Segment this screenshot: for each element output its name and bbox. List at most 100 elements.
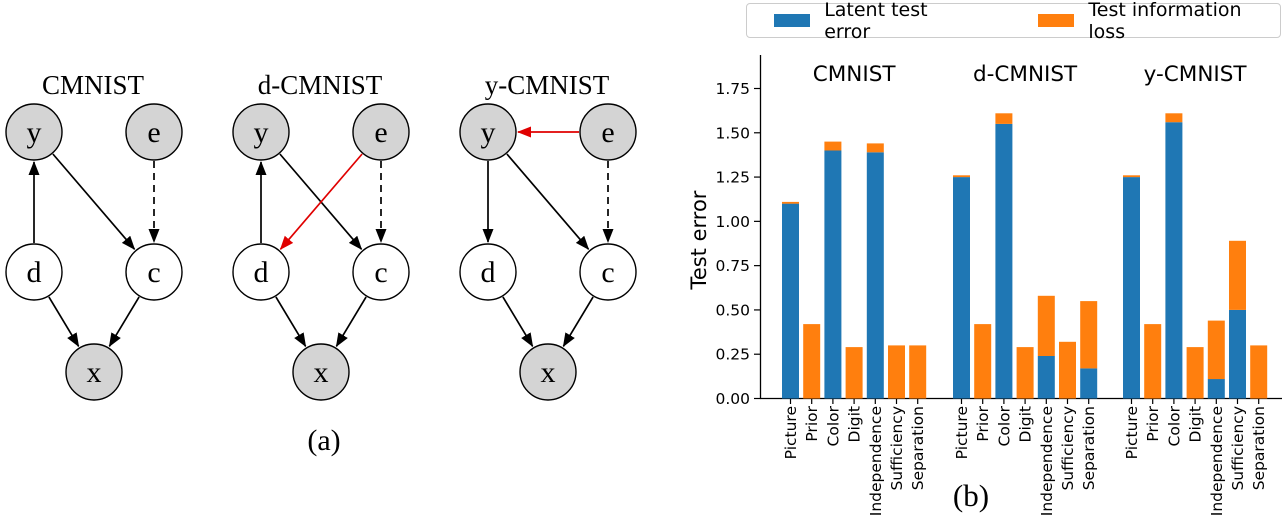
legend-item-latent-test-error: Latent test error [774,0,976,43]
bar-y-CMNIST-Independence-infoloss [1207,320,1225,380]
y-tick-label: 0.75 [715,257,750,275]
bar-d-CMNIST-Picture-infoloss [953,175,970,178]
node-c [579,243,637,301]
group-title-d-CMNIST: d-CMNIST [973,62,1078,87]
node-label-c: c [147,256,160,289]
node-y [232,103,290,161]
caption-b: (b) [952,478,990,513]
node-e [352,103,410,161]
diagram-d-cmnist: d-CMNIST y e d c x [232,70,410,401]
edge-c-to-x [562,296,594,348]
x-tick-label-Digit: Digit [1187,406,1205,442]
x-tick-label-Separation: Separation [1250,406,1268,490]
node-x [292,343,350,401]
node-d [232,243,290,301]
bar-d-CMNIST-Independence-infoloss [1037,295,1055,356]
node-e [125,103,183,161]
bar-CMNIST-Separation-infoloss [909,345,927,399]
legend-swatch-orange [1038,14,1075,27]
y-tick-label: 1.75 [715,80,750,98]
bar-CMNIST-Independence-infoloss [866,143,884,153]
x-tick-label-Sufficiency: Sufficiency [1229,406,1247,491]
x-tick-label-Digit: Digit [846,406,864,442]
x-tick-label-Separation: Separation [1080,406,1098,490]
x-tick-label-Picture: Picture [782,406,800,459]
x-tick-label-Digit: Digit [1017,406,1035,442]
x-tick-label-Color: Color [995,405,1013,446]
x-tick-label-Picture: Picture [1123,406,1141,459]
node-label-e: e [601,116,614,149]
bar-y-CMNIST-Sufficiency-latent [1229,309,1246,399]
bar-CMNIST-Prior-infoloss [803,324,821,399]
node-label-x: x [314,356,329,389]
bar-CMNIST-Sufficiency-infoloss [888,345,905,399]
node-label-d: d [27,256,42,289]
bar-d-CMNIST-Sufficiency-infoloss [1059,341,1076,399]
bar-y-CMNIST-Sufficiency-infoloss [1229,240,1246,310]
node-label-d: d [254,256,269,289]
diagram-title: d-CMNIST [258,70,383,100]
bar-y-CMNIST-Digit-infoloss [1186,347,1204,399]
node-label-e: e [374,116,387,149]
bar-CMNIST-Picture-latent [782,203,799,399]
node-x [65,343,123,401]
bar-d-CMNIST-Prior-infoloss [974,324,992,399]
edge-d-to-x [275,296,307,348]
bar-d-CMNIST-Separation-infoloss [1080,301,1098,369]
node-c [125,243,183,301]
x-tick-label-Prior: Prior [974,405,992,441]
edge-c-to-x [108,296,140,348]
node-y [5,103,63,161]
node-label-y: y [254,116,269,149]
node-y [459,103,517,161]
y-tick-label: 1.25 [715,169,750,187]
x-tick-label-Sufficiency: Sufficiency [888,406,906,491]
y-tick-label: 1.50 [715,124,750,142]
node-label-d: d [481,256,496,289]
chart-legend: Latent test error Test information loss [746,0,1281,43]
edge-y-to-c [506,153,590,250]
y-axis-title: Test error [690,190,711,290]
bar-CMNIST-Digit-infoloss [845,347,863,399]
node-d [459,243,517,301]
diagram-title: CMNIST [42,70,145,100]
bar-y-CMNIST-Separation-infoloss [1250,345,1268,399]
bar-y-CMNIST-Color-latent [1165,122,1183,399]
node-c [352,243,410,301]
edge-c-to-x [335,296,367,348]
bar-d-CMNIST-Digit-infoloss [1016,347,1034,399]
node-e [579,103,637,161]
bar-y-CMNIST-Picture-infoloss [1123,175,1140,178]
bar-d-CMNIST-Picture-latent [953,177,970,399]
edge-y-to-c [52,153,136,250]
bar-d-CMNIST-Color-latent [995,123,1013,399]
node-label-c: c [374,256,387,289]
bar-CMNIST-Color-infoloss [824,141,842,151]
node-x [519,343,577,401]
group-title-CMNIST: CMNIST [813,62,897,87]
edge-d-to-x [502,296,534,348]
edge-d-to-x [48,296,80,348]
x-tick-label-Picture: Picture [953,406,971,459]
node-label-e: e [147,116,160,149]
bar-chart: Test error0.000.250.500.751.001.251.501.… [690,55,1282,516]
x-tick-label-Independence: Independence [1038,406,1056,516]
y-tick-label: 0.25 [715,346,750,364]
group-title-y-CMNIST: y-CMNIST [1144,62,1248,87]
bar-CMNIST-Independence-latent [866,152,884,399]
legend-swatch-blue [774,14,811,27]
bar-d-CMNIST-Separation-latent [1080,368,1098,399]
diagram-title: y-CMNIST [485,70,610,100]
bar-CMNIST-Color-latent [824,150,842,399]
caption-a: (a) [307,424,341,457]
x-tick-label-Independence: Independence [1208,406,1226,516]
x-tick-label-Color: Color [1165,405,1183,446]
edge-e-to-d [279,153,363,250]
bar-y-CMNIST-Independence-latent [1207,379,1225,399]
node-label-x: x [87,356,102,389]
legend-label: Latent test error [824,0,928,43]
bar-d-CMNIST-Color-infoloss [995,113,1013,124]
